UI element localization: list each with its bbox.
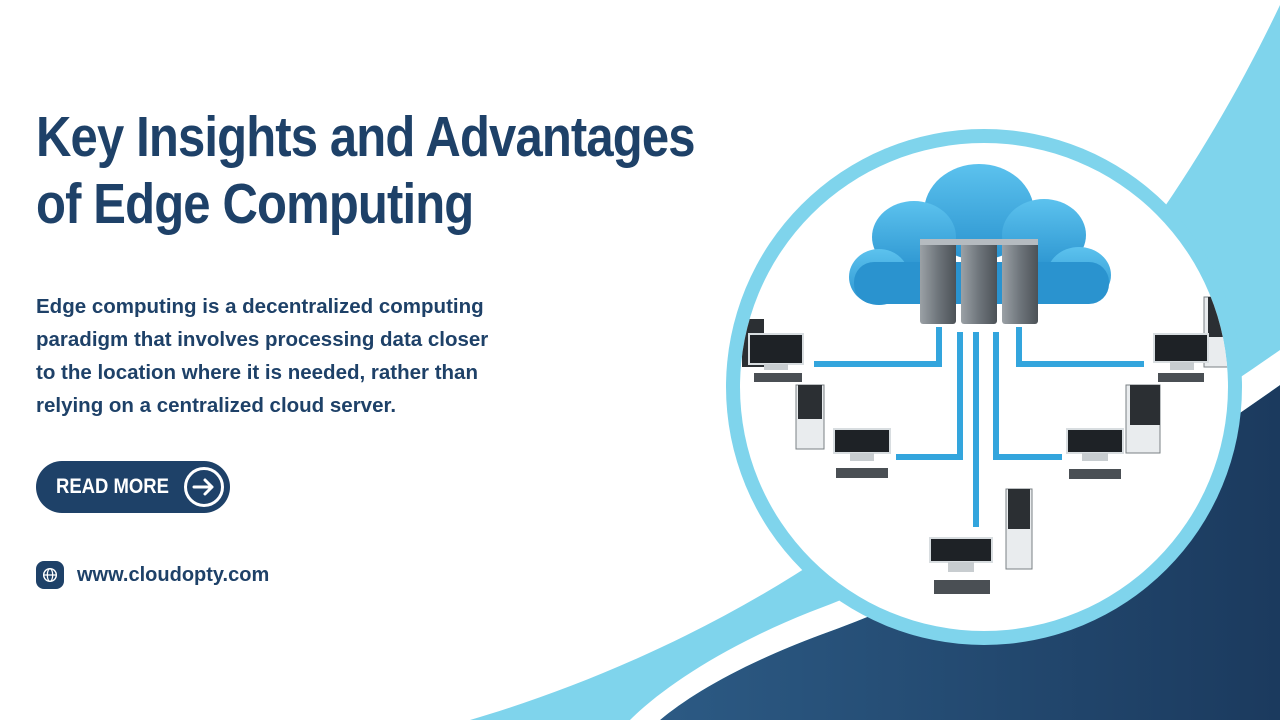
page-title: Key Insights and Advantages of Edge Comp… — [36, 104, 696, 238]
description-line-1: Edge computing is a decentralized comput… — [36, 295, 484, 318]
read-more-label: READ MORE — [56, 475, 169, 498]
cloud-network-illustration — [726, 129, 1242, 645]
white-sliver — [630, 350, 1280, 720]
website-url: www.cloudopty.com — [77, 563, 270, 586]
computer-icon-bottom — [929, 488, 1033, 594]
arrow-right-icon — [184, 467, 224, 507]
read-more-button[interactable]: READ MORE — [36, 461, 230, 513]
computer-icon-left-top — [742, 319, 804, 382]
server-rack-icon — [920, 239, 1038, 324]
computer-icon-right-mid — [1066, 384, 1161, 479]
globe-icon — [36, 561, 64, 589]
title-line-2: of Edge Computing — [36, 172, 474, 236]
network-lines — [814, 327, 1144, 527]
description-line-4: relying on a centralized cloud server. — [36, 394, 397, 417]
website-link[interactable]: www.cloudopty.com — [36, 561, 269, 589]
navy-swoosh — [660, 385, 1280, 720]
description-line-2: paradigm that involves processing data c… — [36, 328, 489, 351]
computer-icon-left-mid — [795, 384, 891, 478]
title-line-1: Key Insights and Advantages — [36, 105, 696, 169]
description-line-3: to the location where it is needed, rath… — [36, 361, 478, 384]
description: Edge computing is a decentralized comput… — [36, 290, 596, 422]
